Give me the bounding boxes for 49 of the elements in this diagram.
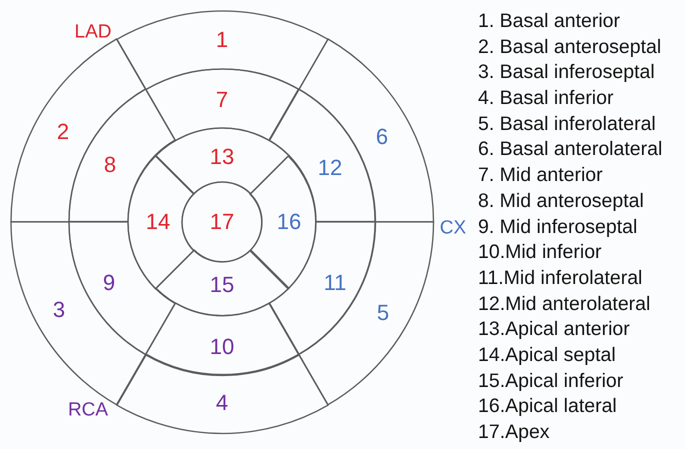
artery-label: LAD xyxy=(74,22,112,42)
segment-name: 12.Mid anterolateral xyxy=(478,292,652,317)
segment-number: 13 xyxy=(210,146,234,168)
ring-segment xyxy=(11,39,146,222)
artery-label: RCA xyxy=(68,400,108,420)
segment-number: 10 xyxy=(210,336,234,358)
segment-number: 3 xyxy=(52,299,66,321)
segment-number: 17 xyxy=(210,211,234,233)
segment-number: 9 xyxy=(102,272,116,294)
ring-segment xyxy=(250,156,316,288)
segment-number: 2 xyxy=(56,120,70,143)
segment-name: 2. Basal anteroseptal xyxy=(478,34,662,60)
ring-segment xyxy=(298,39,433,222)
segment-number: 8 xyxy=(104,154,116,176)
ring-segment xyxy=(116,354,328,433)
segment-number: 4 xyxy=(216,392,228,414)
ring-segment xyxy=(156,128,288,194)
segment-name: 11.Mid inferolateral xyxy=(478,266,644,291)
segment-name: 17.Apex xyxy=(478,420,551,445)
segment-name: 3. Basal inferoseptal xyxy=(478,60,656,86)
segment-number: 1 xyxy=(216,29,228,51)
segment-number: 14 xyxy=(146,210,170,233)
center-circle xyxy=(182,182,262,262)
segment-number: 11 xyxy=(324,272,346,294)
segment-name: 14.Apical septal xyxy=(478,342,617,368)
segment-number: 16 xyxy=(276,210,302,233)
ring-segment xyxy=(116,11,328,90)
segment-number: 12 xyxy=(318,156,342,179)
segment-name: 7. Mid anterior xyxy=(478,163,604,188)
segment-name: 9. Mid inferoseptal xyxy=(478,214,638,240)
ring-segment xyxy=(128,156,194,288)
segment-number: 6 xyxy=(376,126,388,148)
segment-name: 5. Basal inferolateral xyxy=(478,112,657,137)
segment-name: 8. Mid anteroseptal xyxy=(478,188,645,214)
ring-segment xyxy=(146,69,298,141)
segment-name: 13.Apical anterior xyxy=(478,317,631,342)
ring-segment xyxy=(146,303,298,375)
segment-number: 15 xyxy=(210,274,234,296)
segment-name: 16.Apical lateral xyxy=(478,394,618,420)
segment-name: 15.Apical inferior xyxy=(478,368,624,394)
segment-name: 1. Basal anterior xyxy=(478,9,621,34)
ring-segment xyxy=(156,250,288,316)
segment-name: 10.Mid inferior xyxy=(478,240,603,266)
segment-name: 4. Basal inferior xyxy=(478,86,614,112)
segment-number: 7 xyxy=(216,89,228,111)
segment-number: 5 xyxy=(376,302,390,324)
artery-label: CX xyxy=(440,218,466,238)
segment-name: 6. Basal anterolateral xyxy=(478,137,662,162)
ring-segment xyxy=(298,222,433,405)
